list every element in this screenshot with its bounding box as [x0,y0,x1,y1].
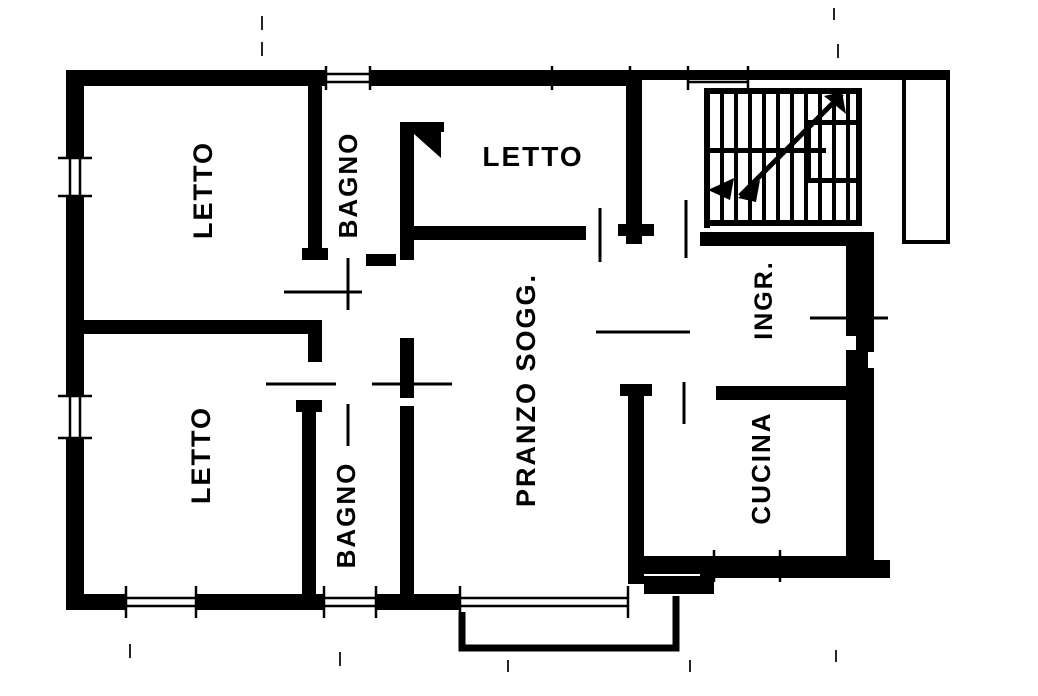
balcony-bottom [458,596,680,652]
room-label-bagno-bottom: BAGNO [331,462,361,569]
room-label-letto-top-mid: LETTO [482,141,583,172]
room-label-ingresso: INGR. [750,260,778,339]
staircase [704,88,862,228]
interior-walls [84,86,868,596]
room-label-bagno-top: BAGNO [333,132,363,239]
room-label-letto-top-left: LETTO [188,141,218,239]
stair-up-arrow [738,92,844,198]
stair-down-arrow [708,178,734,200]
door-symbols [266,200,888,446]
stair-treads-upper [720,92,850,220]
window-symbols [58,66,782,618]
balcony-right [902,74,950,244]
room-label-letto-bottom-left: LETTO [186,406,216,504]
room-label-cucina: CUCINA [746,411,776,524]
room-label-pranzo-soggiorno: PRANZO SOGG. [511,273,541,507]
dimension-ticks [129,8,839,672]
